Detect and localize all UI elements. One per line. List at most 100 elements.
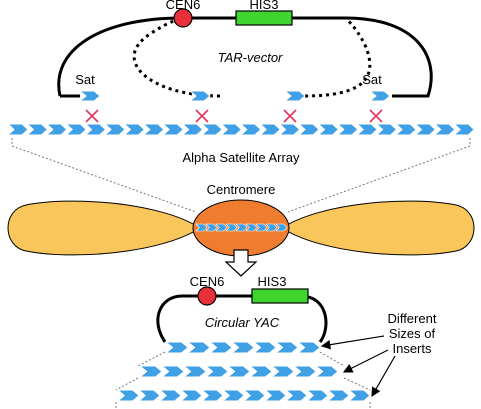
tar-vector-name: TAR-vector bbox=[218, 50, 283, 65]
insert-chevron-row1 bbox=[252, 341, 277, 354]
cross-2 bbox=[195, 109, 209, 123]
insert-chevron-row3 bbox=[263, 389, 287, 402]
centromere-chevron bbox=[205, 223, 218, 232]
alpha-satellite-chevron bbox=[297, 123, 320, 136]
insert-guides bbox=[115, 351, 371, 409]
chromosome: Centromere bbox=[7, 182, 475, 257]
centromere-chevron bbox=[245, 223, 258, 232]
alpha-satellite-chevron bbox=[433, 123, 456, 136]
zoom-guides-top bbox=[11, 138, 471, 213]
recombination-crosses bbox=[85, 109, 383, 123]
insert-chevron-row2 bbox=[270, 365, 295, 378]
circular-yac: HIS3 CEN6 Circular YAC bbox=[156, 274, 328, 343]
alpha-satellite-array bbox=[6, 123, 475, 136]
tar-vector-dotted-loop bbox=[132, 16, 372, 98]
yac-backbone bbox=[156, 294, 328, 343]
alpha-satellite-chevron bbox=[278, 123, 301, 136]
centromere-chevron bbox=[215, 223, 228, 232]
alpha-satellite-chevron bbox=[258, 123, 281, 136]
centromere-label: Centromere bbox=[207, 182, 276, 197]
insert-chevron-row2 bbox=[226, 365, 251, 378]
sat-arrow-inner-right bbox=[284, 90, 306, 102]
insert-chevron-row2 bbox=[160, 365, 185, 378]
insert-chevron-row3 bbox=[200, 389, 224, 402]
yac-cen6-label: CEN6 bbox=[190, 274, 225, 289]
alpha-satellite-chevron bbox=[317, 123, 340, 136]
alpha-satellite-chevron bbox=[26, 123, 49, 136]
inserts-note-line1: Different bbox=[388, 311, 437, 326]
insert-chevron-row3 bbox=[242, 389, 266, 402]
alpha-satellite-chevron bbox=[220, 123, 243, 136]
insert-chevron-row1 bbox=[274, 341, 299, 354]
alpha-satellite-chevron bbox=[200, 123, 223, 136]
insert-chevron-row3 bbox=[284, 389, 308, 402]
alpha-satellite-chevron bbox=[181, 123, 204, 136]
yac-cen6-marker bbox=[197, 286, 217, 306]
his3-marker bbox=[235, 10, 293, 26]
cen6-marker bbox=[173, 8, 193, 28]
inserts-note-line3: Inserts bbox=[392, 341, 432, 356]
insert-chevron-row2 bbox=[204, 365, 229, 378]
insert-chevron-row3 bbox=[116, 389, 140, 402]
alpha-satellite-chevron bbox=[375, 123, 398, 136]
insert-chevron-row2 bbox=[248, 365, 273, 378]
pointer-arrow-3 bbox=[371, 355, 396, 398]
yac-his3-marker bbox=[251, 288, 309, 304]
alpha-satellite-chevron bbox=[161, 123, 184, 136]
alpha-satellite-chevron bbox=[394, 123, 417, 136]
alpha-satellite-chevron bbox=[452, 123, 475, 136]
cross-3 bbox=[283, 109, 297, 123]
alpha-satellite-chevron bbox=[414, 123, 437, 136]
sat-arrow-inner-left bbox=[189, 90, 211, 102]
insert-arrays bbox=[116, 341, 371, 402]
insert-chevron-row3 bbox=[305, 389, 329, 402]
insert-chevron-row3 bbox=[137, 389, 161, 402]
alpha-array-caption: Alpha Satellite Array bbox=[182, 150, 300, 165]
alpha-satellite-chevron bbox=[103, 123, 126, 136]
yac-name: Circular YAC bbox=[205, 315, 280, 330]
process-down-arrow bbox=[224, 249, 258, 277]
tar-vector: HIS3 CEN6 TAR-vector Sat Sat bbox=[57, 0, 433, 123]
insert-chevron-row1 bbox=[164, 341, 189, 354]
centromere-chevron bbox=[255, 223, 268, 232]
inserts-pointer-arrows bbox=[320, 335, 396, 398]
pointer-arrow-2 bbox=[342, 349, 389, 373]
cen6-label: CEN6 bbox=[166, 0, 201, 12]
insert-chevron-row2 bbox=[182, 365, 207, 378]
chromosome-left-arm bbox=[7, 200, 201, 256]
alpha-satellite-chevron bbox=[64, 123, 87, 136]
alpha-satellite-chevron bbox=[142, 123, 165, 136]
insert-chevron-row1 bbox=[208, 341, 233, 354]
insert-chevron-row2 bbox=[314, 365, 339, 378]
alpha-satellite-chevron bbox=[45, 123, 68, 136]
yac-his3-label: HIS3 bbox=[258, 274, 287, 289]
insert-chevron-row3 bbox=[179, 389, 203, 402]
alpha-satellite-chevron bbox=[84, 123, 107, 136]
insert-chevron-row1 bbox=[296, 341, 321, 354]
cross-4 bbox=[369, 109, 383, 123]
chromosome-right-arm bbox=[281, 200, 475, 256]
alpha-satellite-chevron bbox=[336, 123, 359, 136]
alpha-satellite-chevron bbox=[6, 123, 29, 136]
insert-chevron-row2 bbox=[292, 365, 317, 378]
sat-arrow-right bbox=[369, 90, 391, 102]
centromere-chevron bbox=[265, 223, 278, 232]
insert-chevron-row1 bbox=[186, 341, 211, 354]
alpha-satellite-chevron bbox=[239, 123, 262, 136]
his3-label: HIS3 bbox=[250, 0, 279, 12]
sat-label-right: Sat bbox=[362, 72, 382, 87]
centromere-chevron bbox=[195, 223, 208, 232]
insert-chevron-row3 bbox=[158, 389, 182, 402]
centromere-chevron bbox=[275, 223, 288, 232]
sat-arrow-left bbox=[79, 90, 101, 102]
pointer-arrow-1 bbox=[320, 335, 385, 350]
insert-chevron-row3 bbox=[326, 389, 350, 402]
centromere-alpha-arrows bbox=[195, 223, 288, 232]
inserts-note-line2: Sizes of bbox=[389, 326, 436, 341]
insert-chevron-row3 bbox=[347, 389, 371, 402]
sat-label-left: Sat bbox=[75, 72, 95, 87]
alpha-satellite-chevron bbox=[123, 123, 146, 136]
insert-chevron-row1 bbox=[230, 341, 255, 354]
cross-1 bbox=[85, 109, 99, 123]
